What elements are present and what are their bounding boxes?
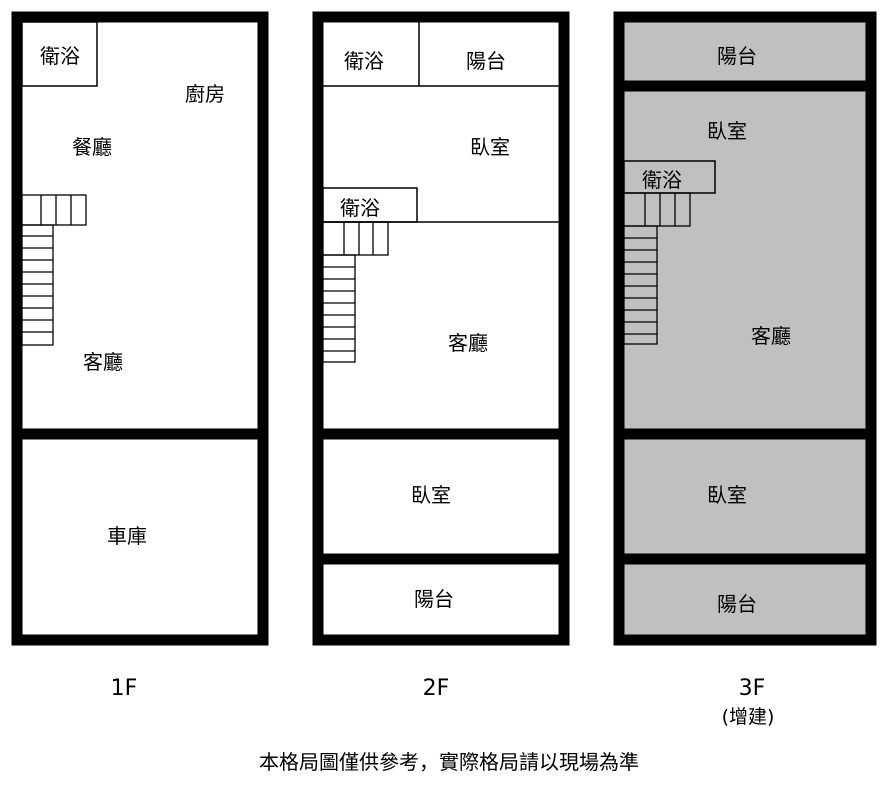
- f3-balcony-top-label: 陽台: [717, 44, 757, 68]
- floor-3f-label: 3F: [739, 676, 766, 701]
- floor-2f-stairs: [322, 221, 389, 363]
- floor-2f-upper-section: [312, 11, 570, 440]
- floor-1f-stairs: [21, 194, 87, 346]
- floor-1f-garage-section: [11, 428, 269, 646]
- f1-dining-label: 餐廳: [72, 135, 112, 159]
- f2-bathroom-top-label: 衛浴: [344, 49, 384, 73]
- floor-2f-balcony-section: [312, 553, 570, 646]
- f3-bedroom-bottom-label: 臥室: [707, 483, 747, 507]
- floor-1f-plan: 衛浴 廚房 餐廳 客廳 車庫: [11, 11, 269, 646]
- disclaimer-note: 本格局圖僅供參考，實際格局請以現場為準: [259, 750, 639, 774]
- f3-bathroom-label: 衛浴: [642, 168, 682, 192]
- f1-living-label: 客廳: [83, 350, 123, 374]
- floor-1f-bathroom-box: [21, 21, 98, 87]
- f2-bedroom-bottom-label: 臥室: [411, 483, 451, 507]
- f3-balcony-bottom-label: 陽台: [717, 592, 757, 616]
- f2-balcony-top-label: 陽台: [466, 49, 506, 73]
- f3-bedroom-top-label: 臥室: [707, 119, 747, 143]
- f1-kitchen-label: 廚房: [185, 82, 225, 106]
- floor-2f-plan: 衛浴 陽台 臥室 衛浴 客廳 臥室 陽台: [312, 11, 570, 646]
- f2-bedroom-top-label: 臥室: [470, 135, 510, 159]
- f2-balcony-bottom-label: 陽台: [414, 587, 454, 611]
- f3-living-label: 客廳: [751, 324, 791, 348]
- floor-1f-label: 1F: [111, 676, 138, 701]
- floor-2f-label: 2F: [423, 676, 450, 701]
- floor-3f-stairs: [623, 192, 691, 345]
- floor-3f-plan: 陽台 臥室 衛浴 客廳 臥室 陽台: [613, 11, 877, 646]
- f1-bathroom-label: 衛浴: [40, 44, 80, 68]
- f1-garage-label: 車庫: [107, 524, 147, 548]
- floor-3f-extension-note: (增建): [722, 706, 775, 728]
- floor-3f-balcony-bottom-section: [613, 553, 877, 646]
- f2-bathroom-mid-label: 衛浴: [340, 196, 380, 220]
- f2-living-label: 客廳: [448, 331, 488, 355]
